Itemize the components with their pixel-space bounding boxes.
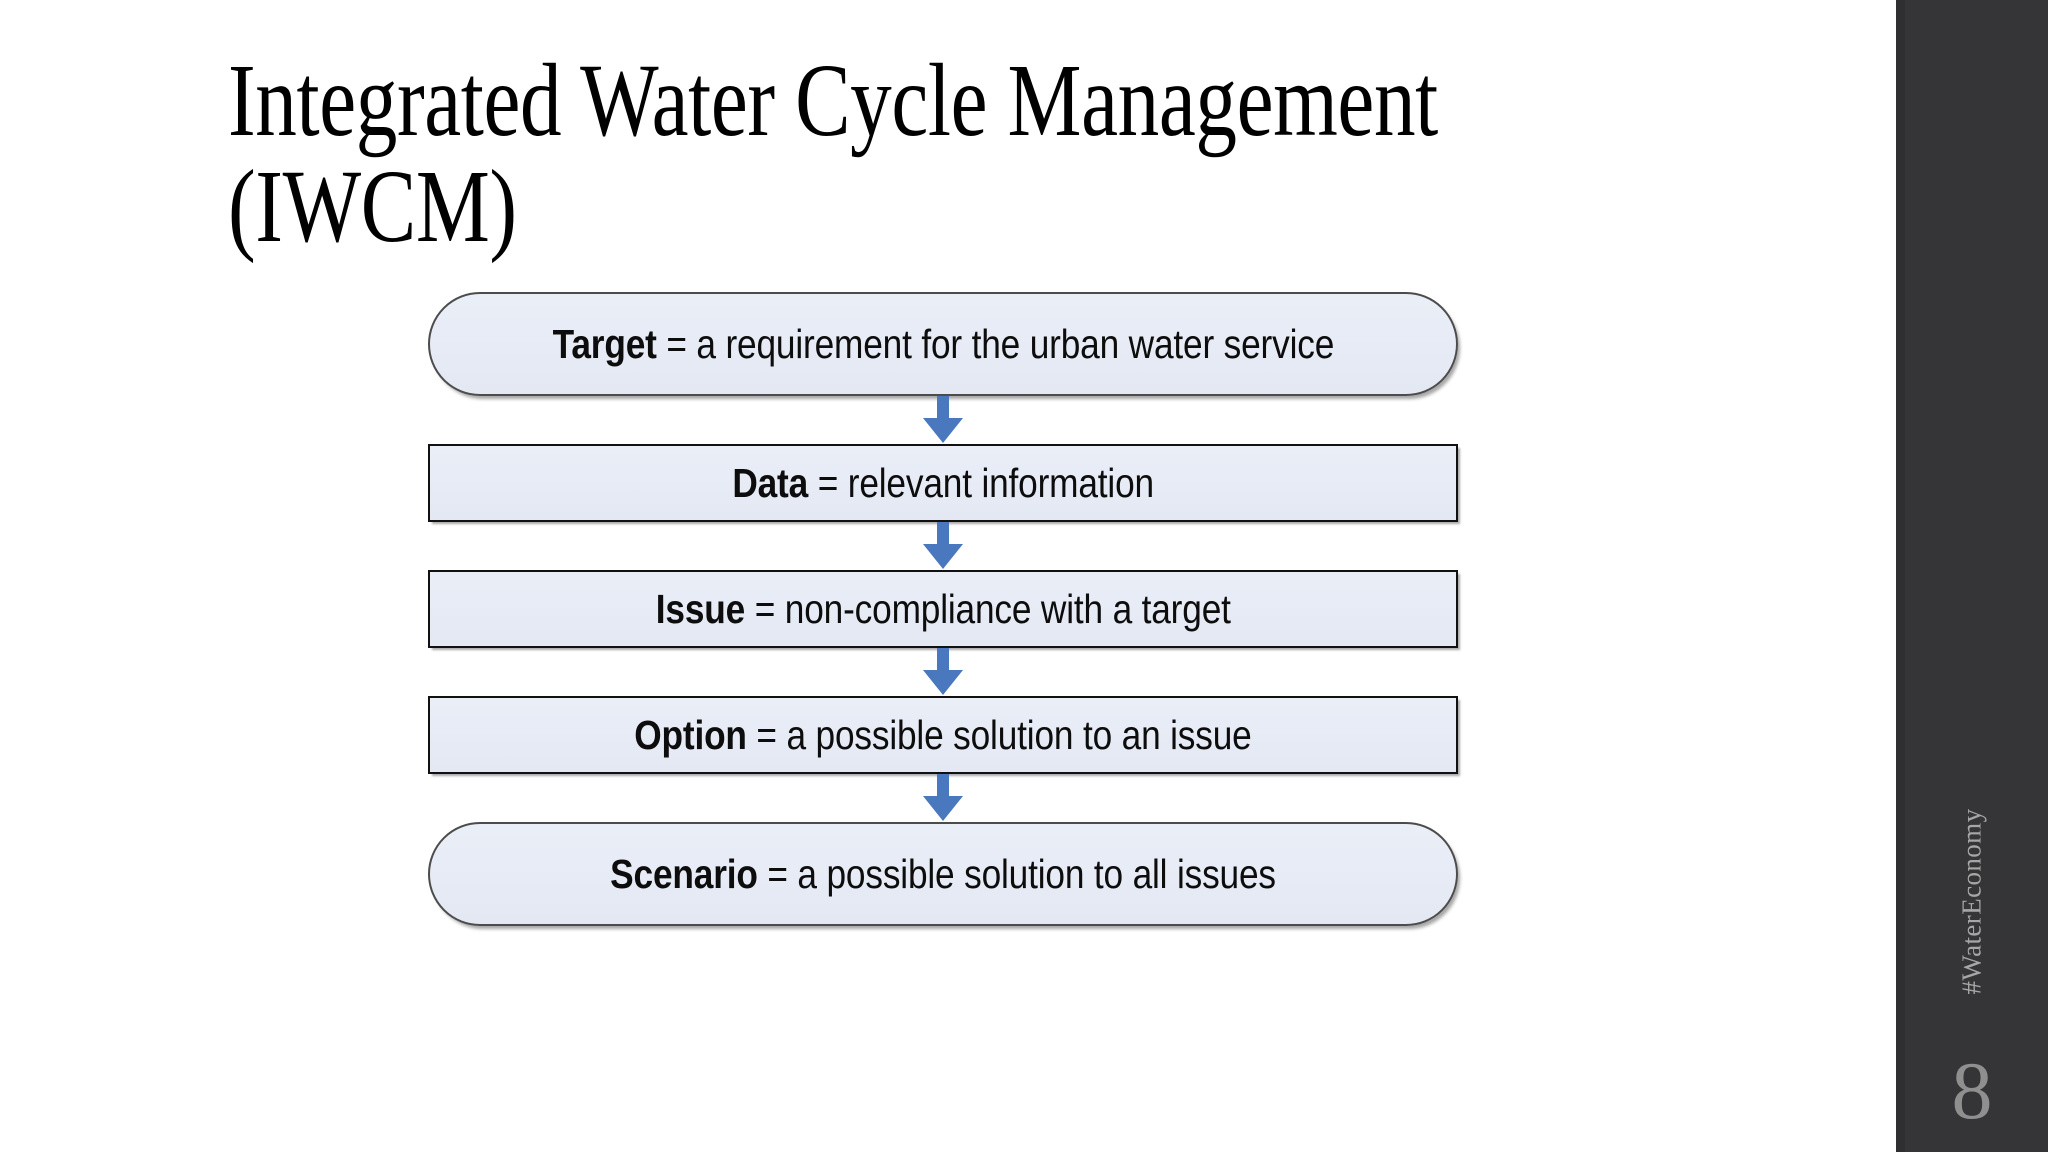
flow-node-target-term: Target bbox=[552, 320, 657, 367]
flow-node-data-definition: relevant information bbox=[847, 459, 1154, 506]
down-arrow-icon bbox=[923, 396, 963, 443]
flow-node-scenario-separator: = bbox=[757, 850, 798, 897]
page-title: Integrated Water Cycle Management (IWCM) bbox=[228, 43, 1459, 265]
flow-connector-target-data bbox=[428, 396, 1458, 444]
flow-node-target[interactable]: Target = a requirement for the urban wat… bbox=[428, 292, 1458, 396]
down-arrow-icon bbox=[923, 774, 963, 821]
flow-node-scenario[interactable]: Scenario = a possible solution to all is… bbox=[428, 822, 1458, 926]
flow-node-issue-text: Issue = non-compliance with a target bbox=[655, 585, 1231, 632]
sidebar-social-handle: #WaterEconomy bbox=[1956, 808, 1987, 995]
flow-node-data-separator: = bbox=[807, 459, 848, 506]
flow-node-target-definition: a requirement for the urban water servic… bbox=[696, 320, 1334, 367]
down-arrow-icon bbox=[923, 522, 963, 569]
flow-node-option-text: Option = a possible solution to an issue bbox=[634, 711, 1252, 758]
flow-node-data-term: Data bbox=[732, 459, 808, 506]
flow-node-scenario-term: Scenario bbox=[610, 850, 758, 897]
flow-node-issue[interactable]: Issue = non-compliance with a target bbox=[428, 570, 1458, 648]
flow-node-target-separator: = bbox=[656, 320, 697, 367]
flow-node-option-separator: = bbox=[746, 711, 787, 758]
flow-node-option-term: Option bbox=[634, 711, 747, 758]
flow-connector-issue-option bbox=[428, 648, 1458, 696]
flow-node-scenario-text: Scenario = a possible solution to all is… bbox=[610, 850, 1276, 897]
flow-node-issue-term: Issue bbox=[655, 585, 745, 632]
flow-node-scenario-definition: a possible solution to all issues bbox=[797, 850, 1276, 897]
flow-node-data-text: Data = relevant information bbox=[732, 459, 1154, 506]
sidebar-edge-strip bbox=[1896, 0, 1905, 1152]
flow-node-target-text: Target = a requirement for the urban wat… bbox=[552, 320, 1334, 367]
slide-number: 8 bbox=[1951, 1045, 1993, 1136]
down-arrow-icon bbox=[923, 648, 963, 695]
flow-node-option[interactable]: Option = a possible solution to an issue bbox=[428, 696, 1458, 774]
slide-sidebar: #WaterEconomy 8 bbox=[1896, 0, 2048, 1152]
flow-node-issue-definition: non-compliance with a target bbox=[784, 585, 1231, 632]
iwcm-flowchart: Target = a requirement for the urban wat… bbox=[428, 292, 1458, 926]
flow-node-option-definition: a possible solution to an issue bbox=[786, 711, 1252, 758]
flow-node-issue-separator: = bbox=[744, 585, 785, 632]
flow-node-data[interactable]: Data = relevant information bbox=[428, 444, 1458, 522]
flow-connector-option-scenario bbox=[428, 774, 1458, 822]
flow-connector-data-issue bbox=[428, 522, 1458, 570]
